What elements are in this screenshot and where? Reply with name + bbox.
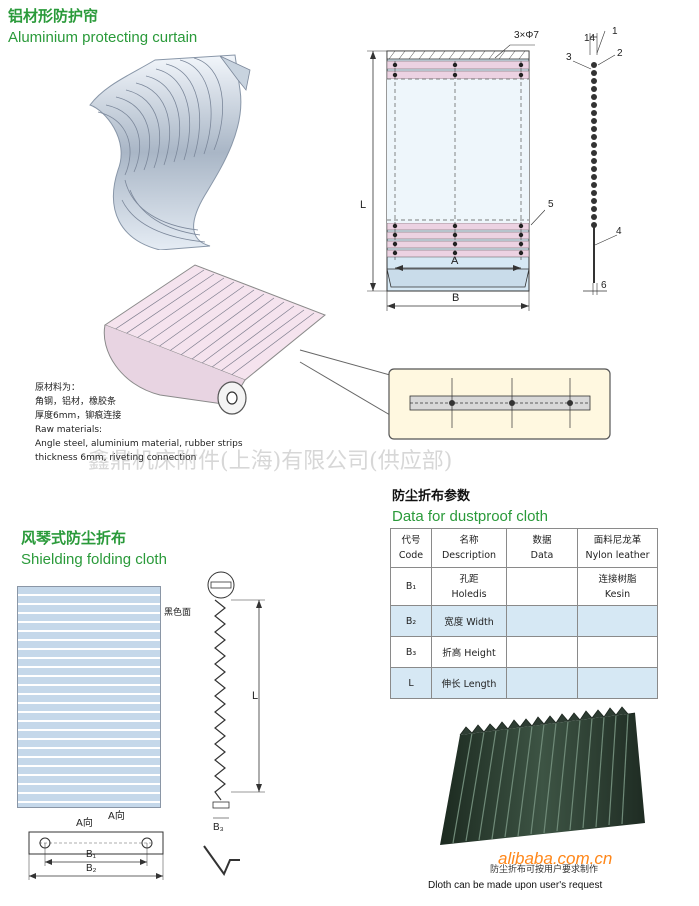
raw-en-line-3: thickness 6mm, riveting connection — [35, 453, 197, 463]
fold-shape-sketch — [203, 845, 240, 877]
section1-title-en: Aluminium protecting curtain — [8, 29, 198, 46]
row-b1-material-cn: 连接树脂 — [598, 573, 637, 585]
header-data-cn: 数据 — [532, 535, 552, 546]
photo-caption-cn: 防尘折布可按用户要求制作 — [490, 865, 599, 875]
header-code-cn: 代号 — [401, 535, 421, 546]
callout-2: 2 — [617, 48, 623, 59]
table-row: B₂ 宽度 Width — [390, 605, 658, 637]
aluminium-curtain-illustration — [89, 54, 251, 250]
row-l-desc: 伸长 Length — [431, 667, 507, 699]
company-watermark: 鑫鼎机床附件(上海)有限公司(供应部) — [88, 449, 453, 474]
row-l-code: L — [390, 667, 432, 699]
raw-en-line-1: Raw materials: — [35, 425, 103, 435]
row-b1-desc: 孔距 Holedis — [431, 567, 507, 606]
table-row: B₁ 孔距 Holedis 连接树脂 Kesin — [390, 567, 658, 606]
zoom-callout-lines — [299, 349, 391, 416]
raw-cn-line-3: 厚度6mm，铆痕连接 — [35, 411, 122, 421]
row-b1-code: B₁ — [390, 567, 432, 606]
header-material-cn: 面料尼龙革 — [593, 535, 642, 546]
photo-caption-en: Dloth can be made upon user's request — [428, 880, 603, 891]
callout-3: 3 — [566, 52, 572, 63]
header-description-cn: 名称 — [459, 535, 479, 546]
row-b3-data — [506, 636, 578, 668]
fold-dim-l-label: L — [252, 690, 259, 702]
raw-cn-line-2: 角钢，铝材，橡胶条 — [35, 397, 117, 407]
section2-title-cn: 风琴式防尘折布 — [21, 529, 127, 547]
section1-title-cn: 铝材形防护帘 — [8, 7, 99, 25]
dim-6-label: 6 — [601, 280, 607, 291]
dim-b-label: B — [452, 292, 460, 304]
b2-label: B₂ — [86, 863, 97, 874]
a-view-arrow-label: A向 — [108, 811, 125, 822]
callout-1: 1 — [612, 26, 618, 37]
row-b3-material — [577, 636, 658, 668]
header-data-en: Data — [530, 550, 554, 561]
dustproof-cloth-table: 代号 Code 名称 Description 数据 Data 面料尼龙革 Nyl… — [390, 528, 658, 699]
table-title-cn: 防尘折布参数 — [392, 489, 471, 504]
roller-curtain-illustration — [103, 264, 326, 415]
row-b1-data — [506, 567, 578, 606]
raw-cn-line-1: 原材料为： — [35, 383, 81, 393]
hole-spec-label: 3×Φ7 — [514, 30, 539, 41]
row-b3-desc: 折高 Height — [431, 636, 507, 668]
header-code-en: Code — [398, 550, 424, 561]
table-row: L 伸长 Length — [390, 667, 658, 699]
curtain-side-profile-drawing — [572, 30, 618, 295]
rivet-detail-box — [388, 368, 611, 440]
header-data: 数据 Data — [506, 528, 578, 568]
section2-title-en: Shielding folding cloth — [21, 551, 167, 568]
b1-label: B₁ — [86, 849, 97, 860]
a-view-plate-drawing — [28, 831, 164, 880]
row-b1-material-en: Kesin — [604, 588, 631, 600]
table-row: B₃ 折高 Height — [390, 636, 658, 668]
callout-5: 5 — [548, 199, 554, 210]
header-description: 名称 Description — [431, 528, 507, 568]
folding-cloth-panel — [17, 586, 161, 808]
dim-l-label: L — [360, 199, 367, 211]
alibaba-site-mark: alibaba.com.cn — [498, 849, 613, 868]
header-material-en: Nylon leather — [585, 550, 650, 561]
row-l-material — [577, 667, 658, 699]
b3-label: B₃ — [213, 822, 224, 833]
row-b1-desc-cn: 孔距 — [459, 573, 479, 585]
table-title-en: Data for dustproof cloth — [392, 508, 548, 525]
dim-14-label: 14 — [584, 33, 596, 44]
callout-4: 4 — [616, 226, 622, 237]
table-header-row: 代号 Code 名称 Description 数据 Data 面料尼龙革 Nyl… — [390, 528, 658, 568]
row-l-data — [506, 667, 578, 699]
black-side-label: 黑色面 — [164, 608, 192, 618]
dim-a-label: A — [451, 255, 459, 267]
raw-en-line-2: Angle steel, aluminium material, rubber … — [35, 439, 243, 449]
row-b2-material — [577, 605, 658, 637]
header-description-en: Description — [441, 550, 497, 561]
header-material: 面料尼龙革 Nylon leather — [577, 528, 658, 568]
row-b2-code: B₂ — [390, 605, 432, 637]
header-code: 代号 Code — [390, 528, 432, 568]
folding-profile-drawing — [207, 571, 265, 819]
curtain-front-view-drawing — [367, 44, 545, 311]
folding-cloth-photo — [440, 706, 645, 845]
row-b3-code: B₃ — [390, 636, 432, 668]
row-b1-desc-en: Holedis — [451, 588, 487, 600]
a-view-label: A向 — [76, 818, 93, 829]
raw-materials-text: 原材料为： 角钢，铝材，橡胶条 厚度6mm，铆痕连接 Raw materials… — [35, 381, 243, 465]
row-b1-material: 连接树脂 Kesin — [577, 567, 658, 606]
row-b2-desc: 宽度 Width — [431, 605, 507, 637]
row-b2-data — [506, 605, 578, 637]
